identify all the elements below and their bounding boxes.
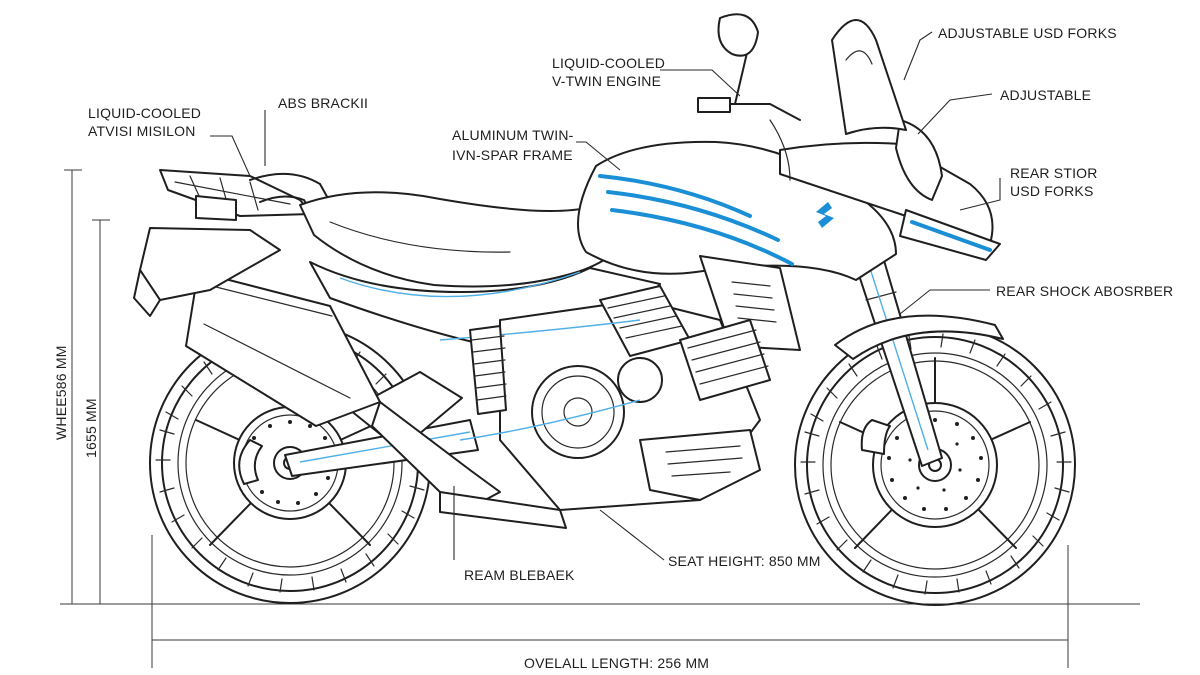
skid-plate-slots [665, 445, 743, 477]
label-abs-bracket: ABS BRACKII [278, 95, 368, 111]
label-rear-stior-1: REAR STIOR [1010, 165, 1098, 181]
label-wheelbase: WHEE586 MM [53, 345, 69, 440]
label-liquid-cooled-left-2: ATVISI MISILON [88, 123, 196, 139]
front-tire-tread [800, 333, 1072, 595]
shock-spring [471, 335, 507, 401]
front-brake-disc-icon [880, 410, 990, 520]
handlebar [697, 13, 801, 181]
label-rear-shock: REAR SHOCK ABOSRBER [996, 283, 1173, 299]
label-liquid-cooled-left-1: LIQUID-COOLED [88, 105, 201, 121]
label-rear-stior-2: USD FORKS [1010, 183, 1093, 199]
label-height-1655: 1655 MM [83, 398, 99, 458]
exhaust-muffler [185, 271, 567, 529]
label-ream-bleb: REAM BLEBAEK [464, 567, 575, 583]
label-aluminum-frame-2: IVN-SPAR FRAME [452, 147, 573, 163]
label-engine-2: V-TWIN ENGINE [552, 73, 661, 89]
suzuki-s-logo-icon [816, 202, 834, 228]
label-seat-height: SEAT HEIGHT: 850 MM [668, 553, 821, 569]
front-wheel [794, 324, 1076, 606]
label-usd-forks: ADJUSTABLE USD FORKS [938, 25, 1117, 41]
mirror-icon [717, 13, 759, 57]
label-overall-length: OVELALL LENGTH: 256 MM [524, 655, 709, 671]
cylinder-fins [607, 295, 683, 339]
callout-labels: LIQUID-COOLED ATVISI MISILON ABS BRACKII… [53, 25, 1173, 671]
label-adjustable: ADJUSTABLE [1000, 87, 1091, 103]
shroud-vent [731, 281, 777, 323]
front-cylinder-fins [687, 329, 769, 385]
label-aluminum-frame-1: ALUMINUM TWIN- [452, 127, 574, 143]
engine [439, 285, 771, 511]
leader-lines [210, 31, 1001, 561]
windscreen [831, 19, 907, 135]
label-engine-1: LIQUID-COOLED [552, 55, 665, 71]
dimension-lines [60, 169, 1140, 668]
